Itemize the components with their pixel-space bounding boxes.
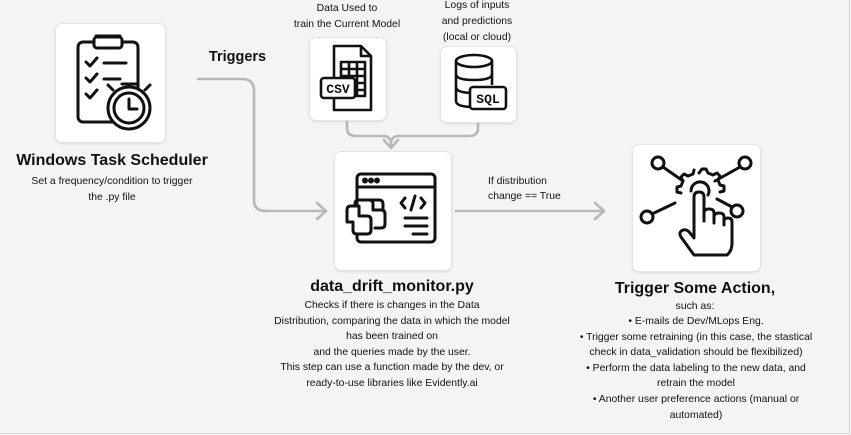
touch-gear-icon [639, 155, 753, 257]
condition-line-2: change == True [488, 191, 561, 202]
logs-source-line-1: Logs of inputs [444, 0, 510, 11]
data-source-line-2: train the Current Model [293, 19, 401, 30]
triggers-arrow [196, 77, 327, 213]
sql-db-label: SQL [476, 92, 500, 107]
csv-file-label: CSV [326, 82, 350, 97]
condition-line-1: If distribution [488, 176, 547, 187]
logs-source-line-3: (local or cloud) [442, 32, 512, 43]
monitor-description: Checks if there is changes in the Data D… [274, 300, 510, 389]
action-bullet-list: • E-mails de Dev/MLops Eng. • Trigger so… [579, 316, 813, 421]
triggers-label: Triggers [208, 49, 267, 65]
scheduler-title: Windows Task Scheduler [16, 152, 208, 169]
csv-card: CSV [309, 37, 387, 121]
scheduler-desc-2: the .py file [88, 192, 136, 203]
code-window-icon [345, 172, 437, 244]
scheduler-desc-1: Set a frequency/condition to trigger [31, 176, 193, 187]
condition-arrowhead [593, 201, 606, 221]
sources-arrowhead [382, 138, 400, 150]
sql-database-icon: SQL [454, 53, 508, 111]
action-subtitle: such as: [675, 301, 715, 312]
triggers-arrowhead [315, 201, 328, 221]
action-card [632, 144, 761, 272]
csv-file-icon: CSV [319, 44, 373, 112]
sources-merge-arrow [345, 117, 480, 149]
sql-card: SQL [440, 46, 517, 123]
data-source-line-1: Data Used to [316, 3, 378, 14]
monitor-card [334, 151, 452, 271]
clipboard-clock-icon [76, 34, 152, 131]
logs-source-line-2: and predictions [441, 16, 513, 27]
action-title: Trigger Some Action, [614, 280, 776, 297]
scheduler-card [55, 23, 166, 143]
monitor-title: data_drift_monitor.py [310, 278, 474, 295]
